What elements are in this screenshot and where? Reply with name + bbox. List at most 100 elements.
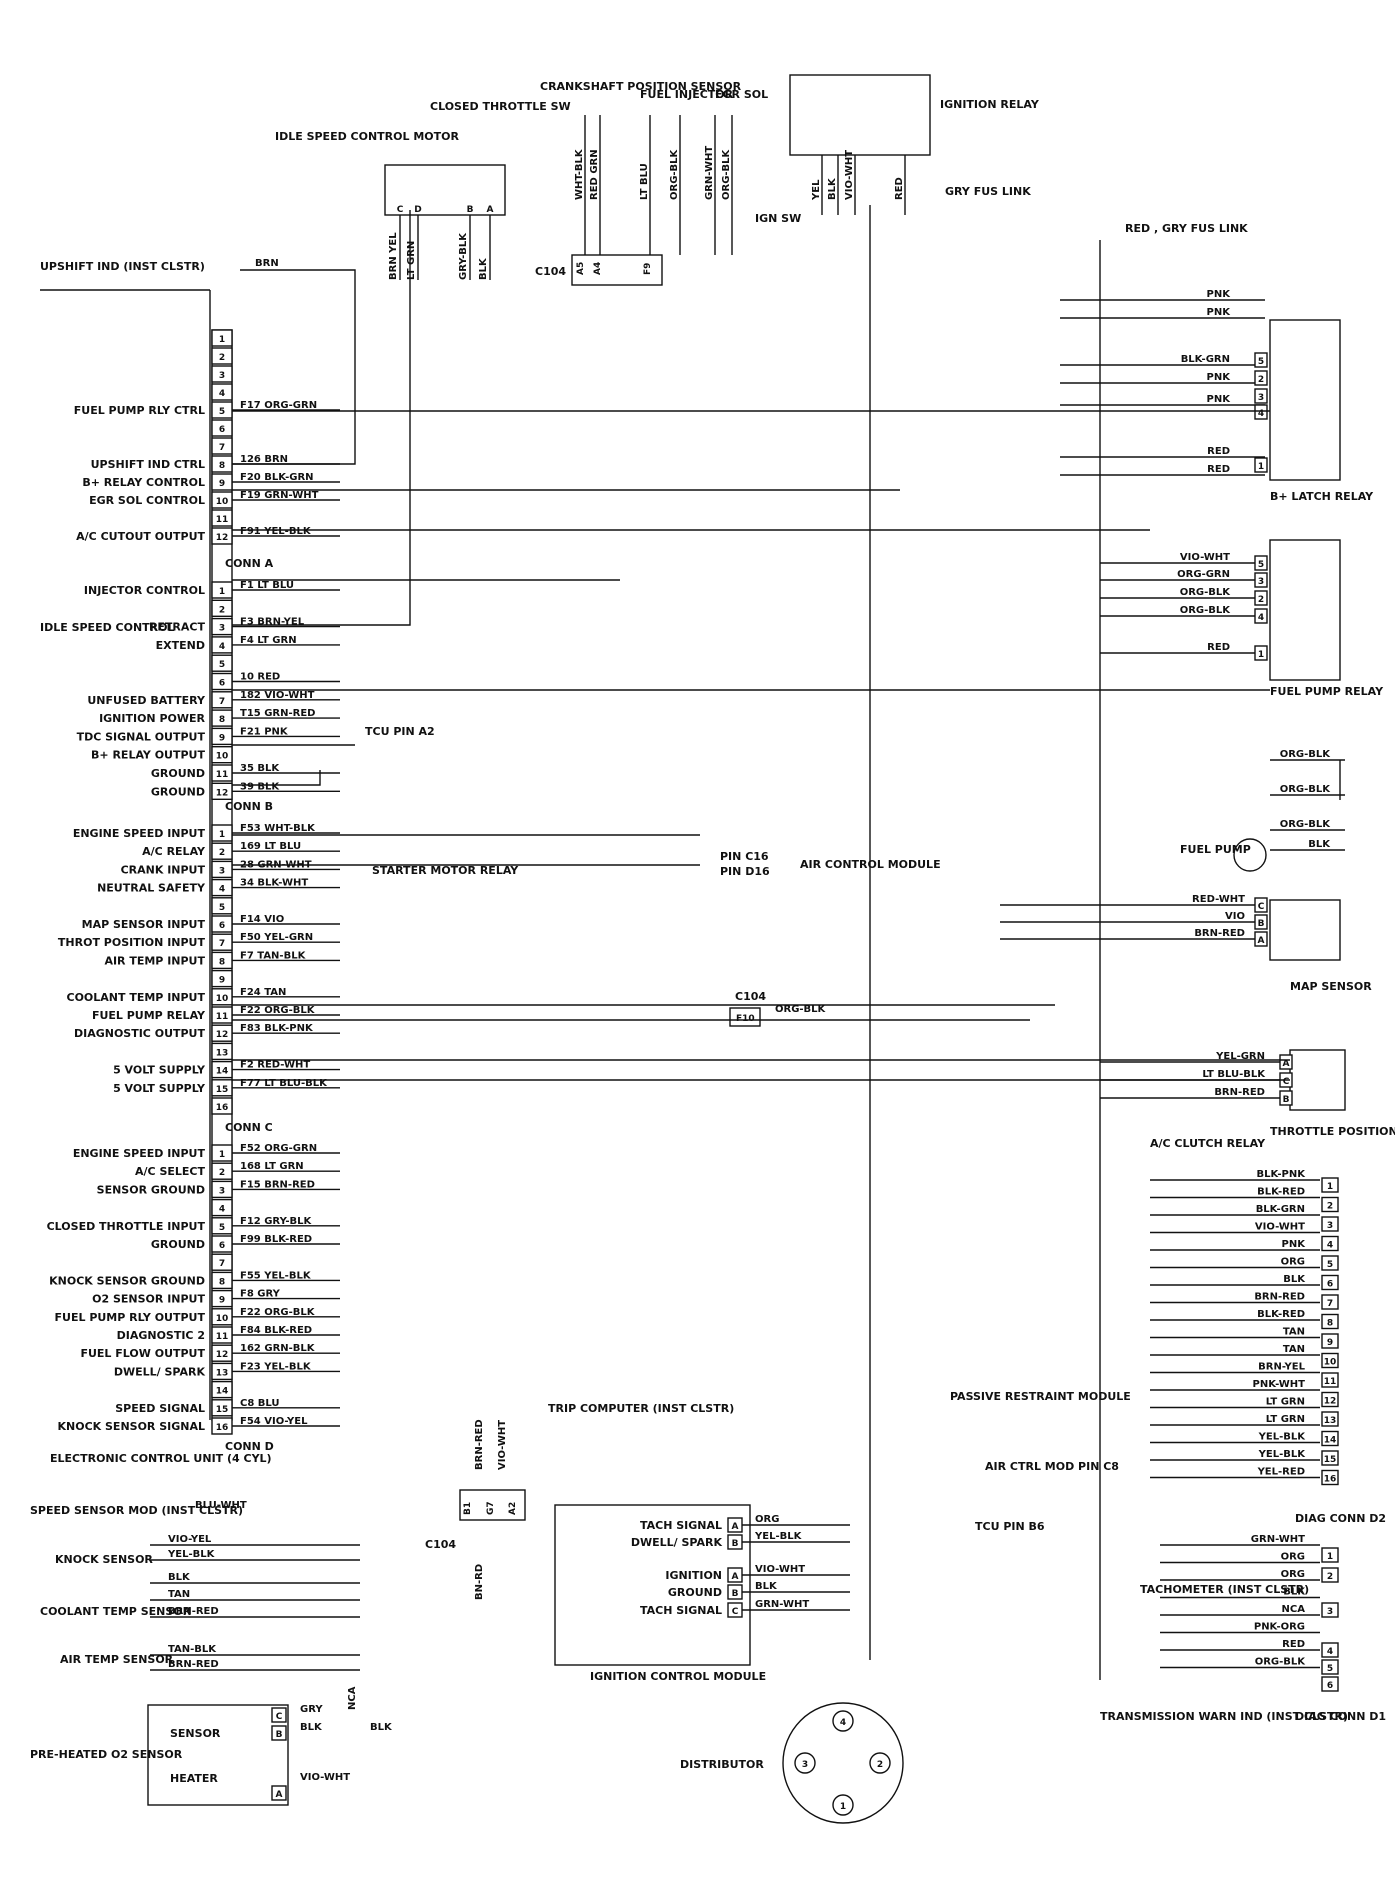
d2-pin: 8 bbox=[1327, 1319, 1333, 1329]
ign-wire-label: RED bbox=[894, 177, 905, 200]
map-sensor-box bbox=[1269, 899, 1341, 961]
d2-wire-label: YEL-BLK bbox=[1258, 1449, 1307, 1460]
ecu-pin-number: 13 bbox=[216, 1368, 229, 1378]
ecu-pin-label: FUEL PUMP RLY OUTPUT bbox=[55, 1311, 206, 1324]
c104-f10-pin: F10 bbox=[736, 1014, 755, 1024]
ecu-pin-cell bbox=[211, 1380, 233, 1399]
ecu-pin-label: INJECTOR CONTROL bbox=[84, 584, 205, 597]
ign-wire-label: BLK bbox=[827, 177, 838, 200]
ecu-pin-cell bbox=[211, 365, 233, 383]
d1-wire-label: PNK-ORG bbox=[1254, 1622, 1305, 1633]
tps-pin-cell bbox=[1279, 1090, 1293, 1106]
ecu-pin-cell bbox=[211, 1042, 233, 1061]
closed-throttle-label: CLOSED THROTTLE SW bbox=[430, 100, 571, 113]
ecu-pin-number: 11 bbox=[216, 770, 229, 780]
d2-wire-label: LT GRN bbox=[1266, 1397, 1305, 1408]
fpr-wire-label: ORG-BLK bbox=[1180, 605, 1232, 616]
d2-pin-cell bbox=[1321, 1352, 1339, 1369]
o2-pin-cell bbox=[271, 1725, 287, 1741]
ecu-pin-number: 7 bbox=[219, 443, 225, 453]
ecu-pin-wire: F24 TAN bbox=[240, 987, 286, 998]
fpr-pin-cell bbox=[1254, 555, 1268, 571]
top-wire-label: RED GRN bbox=[589, 149, 600, 200]
distributor-label: DISTRIBUTOR bbox=[680, 1758, 764, 1771]
ecu-pin-number: 7 bbox=[219, 1259, 225, 1269]
d2-wire-label: BRN-RED bbox=[1254, 1292, 1305, 1303]
ecu-pin-label: EXTEND bbox=[156, 639, 205, 652]
isc-wire-label: BRN YEL bbox=[388, 232, 399, 280]
ecu-pin-label: A/C RELAY bbox=[142, 845, 206, 858]
fuel-pump-wire-label: ORG-BLK bbox=[1280, 784, 1332, 795]
ecu-pin-number: 10 bbox=[216, 994, 229, 1004]
d2-wire-label: BLK bbox=[1283, 1274, 1306, 1285]
d2-wire-label: ORG bbox=[1281, 1257, 1305, 1268]
fuel-pump-wire-label: ORG-BLK bbox=[1280, 749, 1332, 760]
ecu-pin-cell bbox=[211, 329, 233, 347]
icm-terminal-label: IGNITION bbox=[665, 1569, 722, 1582]
fpr-wire-label: ORG-GRN bbox=[1177, 569, 1230, 580]
distributor-terminal-number: 4 bbox=[840, 1718, 846, 1728]
ecu-pin-label: DIAGNOSTIC OUTPUT bbox=[74, 1027, 206, 1040]
ecu-pin-cell bbox=[211, 654, 233, 672]
d2-pin-cell bbox=[1321, 1469, 1339, 1486]
ecu-pin-wire: F12 GRY-BLK bbox=[240, 1216, 313, 1227]
d2-pin: 5 bbox=[1327, 1260, 1333, 1270]
starter-motor-relay: STARTER MOTOR RELAY bbox=[372, 864, 519, 877]
distributor-terminal bbox=[832, 1794, 854, 1816]
ecu-pin-number: 15 bbox=[216, 1085, 229, 1095]
fuel-pump-relay-box bbox=[1269, 539, 1341, 681]
b-latch-pin: 3 bbox=[1258, 393, 1264, 403]
o2-wire-label: BLK bbox=[370, 1722, 393, 1733]
ecu-pin-wire: F3 BRN-YEL bbox=[240, 617, 305, 628]
fpr-wire-label: RED bbox=[1207, 642, 1230, 653]
ecu-pin-wire: F54 VIO-YEL bbox=[240, 1416, 308, 1427]
ecu-pin-number: 11 bbox=[216, 1332, 229, 1342]
map-wire-label: RED-WHT bbox=[1192, 894, 1245, 905]
d2-wire-label: YEL-BLK bbox=[1258, 1432, 1307, 1443]
o2-pin: A bbox=[276, 1790, 283, 1800]
b-latch-pin-cell bbox=[1254, 370, 1268, 386]
conn-d-label: CONN D bbox=[225, 1440, 274, 1453]
ignition-relay-label: IGNITION RELAY bbox=[940, 98, 1040, 111]
ecu-pin-wire: F22 ORG-BLK bbox=[240, 1005, 316, 1016]
diag-d2-wires: BLK-PNKBLK-REDBLK-GRNVIO-WHTPNKORGBLKBRN… bbox=[1150, 1169, 1339, 1486]
ecu-pin-number: 4 bbox=[219, 1205, 225, 1215]
icm-terminal-label: TACH SIGNAL bbox=[640, 1604, 722, 1617]
ignition-relay-box bbox=[789, 74, 931, 156]
icm-pin: A bbox=[732, 1572, 739, 1582]
d2-wire-label: PNK bbox=[1282, 1239, 1307, 1250]
ecu-pin-number: 12 bbox=[216, 788, 229, 798]
conn-c-label: CONN C bbox=[225, 1121, 273, 1134]
ecu-pin-label: A/C SELECT bbox=[135, 1165, 205, 1178]
sensor-wire-label: VIO-YEL bbox=[168, 1534, 212, 1545]
ecu-pin-number: 10 bbox=[216, 497, 229, 507]
icm-pin: C bbox=[732, 1607, 739, 1617]
d2-pin: 10 bbox=[1324, 1358, 1337, 1368]
o2-sensor-part: SENSOR bbox=[170, 1727, 221, 1740]
ecu-pin-label: NEUTRAL SAFETY bbox=[97, 882, 206, 895]
isc-wire-label: GRY-BLK bbox=[458, 232, 469, 280]
tps-box bbox=[1289, 1049, 1346, 1111]
ecu-pin-number: 14 bbox=[216, 1067, 229, 1077]
fuel-pump-wire-label: ORG-BLK bbox=[1280, 819, 1332, 830]
o2-pin-cell bbox=[271, 1785, 287, 1801]
c104-bottom-pin: G7 bbox=[486, 1501, 496, 1515]
sensor-wire-label: TAN bbox=[168, 1589, 190, 1600]
top-wire-label: ORG-BLK bbox=[669, 148, 680, 200]
d1-pin: 4 bbox=[1327, 1647, 1333, 1657]
ecu-pin-label: COOLANT TEMP INPUT bbox=[67, 991, 206, 1004]
d2-pin: 13 bbox=[1324, 1416, 1337, 1426]
tcu-pin-a2: TCU PIN A2 bbox=[365, 725, 435, 738]
fuel-pump-title: FUEL PUMP bbox=[1180, 843, 1251, 856]
c104-bottom-connector bbox=[459, 1489, 526, 1521]
air-ctrl-mod-label: AIR CTRL MOD PIN C8 bbox=[985, 1460, 1119, 1473]
b-latch-pin-cell bbox=[1254, 352, 1268, 368]
fpr-pin-cell bbox=[1254, 572, 1268, 588]
ecu-pin-label: A/C CUTOUT OUTPUT bbox=[76, 530, 205, 543]
knock-sensor-label: KNOCK SENSOR bbox=[55, 1553, 153, 1566]
distributor-terminal bbox=[794, 1752, 816, 1774]
d2-pin: 9 bbox=[1327, 1338, 1333, 1348]
d2-pin: 6 bbox=[1327, 1280, 1333, 1290]
pin-c16: PIN C16 bbox=[720, 850, 769, 863]
